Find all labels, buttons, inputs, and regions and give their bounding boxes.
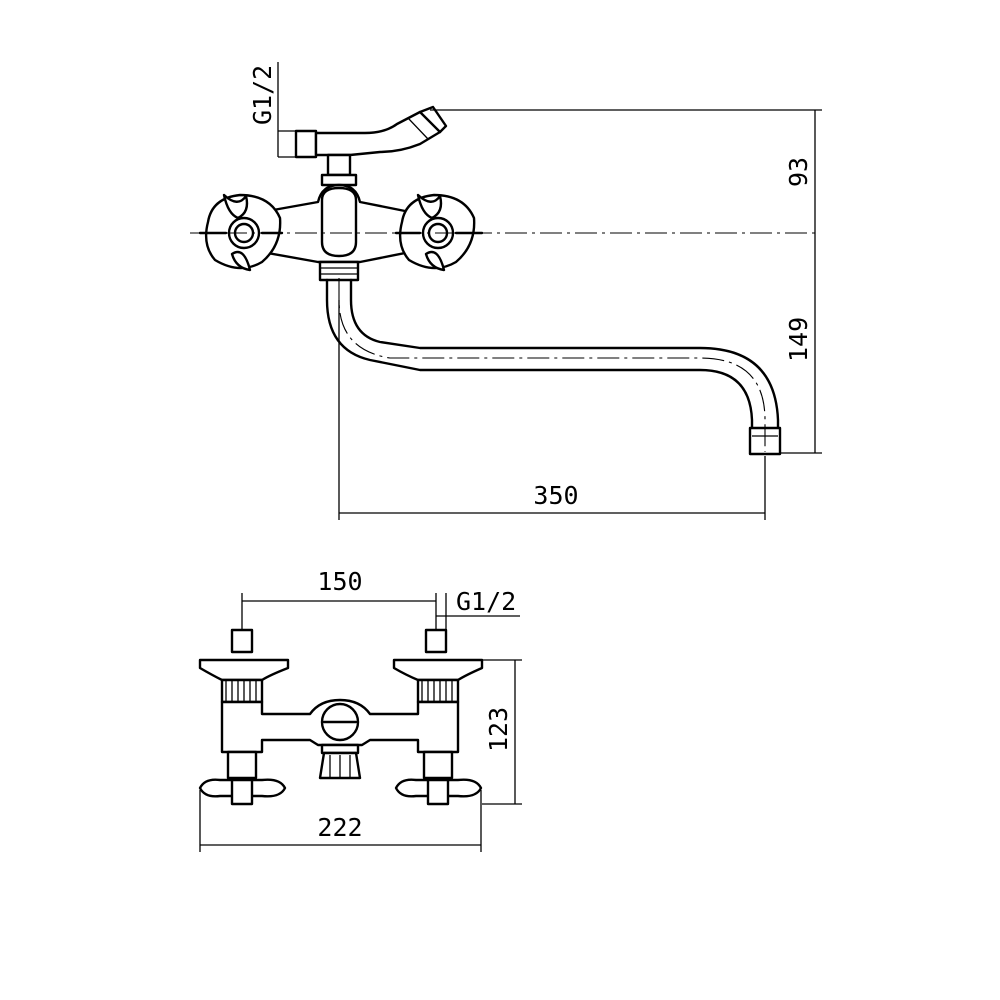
reach-dimension: 350 bbox=[338, 300, 766, 520]
spout-centerline bbox=[338, 278, 766, 452]
left-stem bbox=[226, 750, 258, 780]
side-thread-dimension: G1/2 bbox=[248, 62, 296, 158]
front-thread-dimension: G1/2 bbox=[436, 587, 520, 630]
body-height-dimension: 123 bbox=[482, 659, 522, 805]
height-lower-label: 149 bbox=[784, 317, 813, 362]
inlet-spacing-dimension: 150 bbox=[241, 567, 437, 630]
left-front-handle bbox=[198, 778, 287, 806]
inlet-spacing-label: 150 bbox=[317, 567, 362, 596]
right-escutcheon bbox=[392, 658, 484, 704]
reach-label: 350 bbox=[533, 481, 578, 510]
overall-width-label: 222 bbox=[317, 813, 362, 842]
right-stem bbox=[422, 750, 454, 780]
spout bbox=[325, 278, 782, 456]
shower-arm bbox=[294, 105, 448, 159]
height-upper-label: 93 bbox=[784, 157, 813, 187]
height-dimensions: 93 149 bbox=[430, 109, 822, 454]
front-thread-label: G1/2 bbox=[456, 587, 516, 616]
front-view: 150 G1/2 123 222 bbox=[198, 567, 522, 852]
right-front-handle bbox=[394, 778, 483, 806]
left-escutcheon bbox=[198, 658, 290, 704]
right-cross-handle bbox=[394, 193, 484, 272]
right-inlet-nut bbox=[424, 628, 448, 654]
side-thread-label: G1/2 bbox=[248, 65, 277, 125]
front-body bbox=[220, 698, 460, 780]
body-height-label: 123 bbox=[484, 707, 513, 752]
mixer-body bbox=[260, 153, 412, 282]
left-inlet-nut bbox=[230, 628, 254, 654]
overall-width-dimension: 222 bbox=[199, 790, 482, 852]
side-view: G1/2 93 149 350 bbox=[190, 62, 822, 520]
